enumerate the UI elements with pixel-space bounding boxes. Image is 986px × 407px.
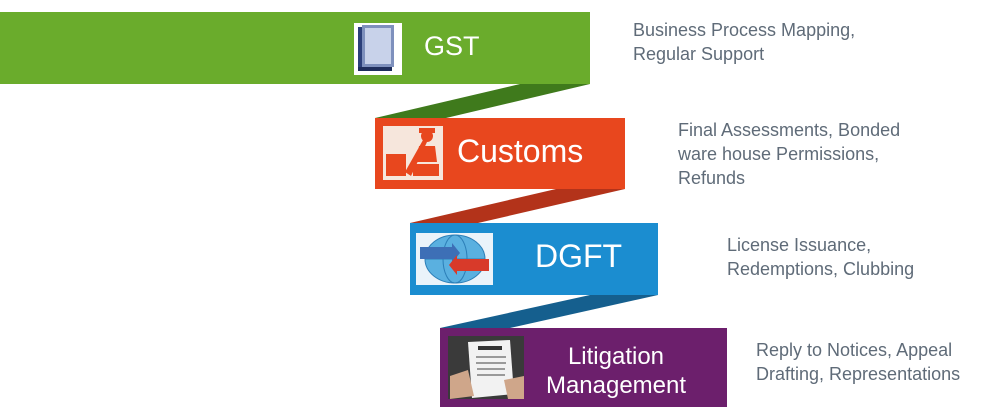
step-litigation-title: Litigation Management: [536, 342, 696, 400]
step-litigation: Litigation Management: [440, 328, 727, 407]
step-gst: GST: [0, 12, 590, 84]
step-gst-title: GST: [424, 31, 480, 61]
desc-line: Redemptions, Clubbing: [727, 259, 915, 279]
export-import-globe-icon: [416, 233, 493, 285]
desc-line: Regular Support: [633, 44, 765, 64]
desc-line: Business Process Mapping,: [633, 20, 856, 40]
connector-customs-dgft: [410, 189, 625, 223]
step-gst-description: Business Process Mapping, Regular Suppor…: [633, 18, 855, 66]
step-litigation-description: Reply to Notices, Appeal Drafting, Repre…: [756, 338, 960, 386]
step-dgft-description: License Issuance, Redemptions, Clubbing: [727, 233, 914, 281]
step-litigation-title-line1: Litigation: [567, 343, 665, 370]
desc-line: License Issuance,: [727, 235, 872, 255]
lawsuit-document-icon: [448, 336, 524, 399]
desc-line: Final Assessments, Bonded: [678, 120, 901, 140]
book-icon: [354, 23, 402, 75]
desc-line: Refunds: [678, 168, 746, 188]
desc-line: Reply to Notices, Appeal: [756, 340, 953, 360]
desc-line: ware house Permissions,: [678, 144, 880, 164]
connector-gst-customs: [375, 84, 590, 118]
step-customs-description: Final Assessments, Bonded ware house Per…: [678, 118, 900, 190]
step-dgft-title: DGFT: [535, 238, 623, 274]
desc-line: Drafting, Representations: [756, 364, 961, 384]
connector-dgft-litigation: [440, 295, 658, 328]
step-customs-title: Customs: [457, 133, 584, 169]
step-litigation-title-line2: Management: [545, 372, 687, 399]
customs-officer-icon: [383, 126, 443, 180]
step-customs: Customs: [375, 118, 625, 189]
step-dgft: DGFT: [410, 223, 658, 295]
